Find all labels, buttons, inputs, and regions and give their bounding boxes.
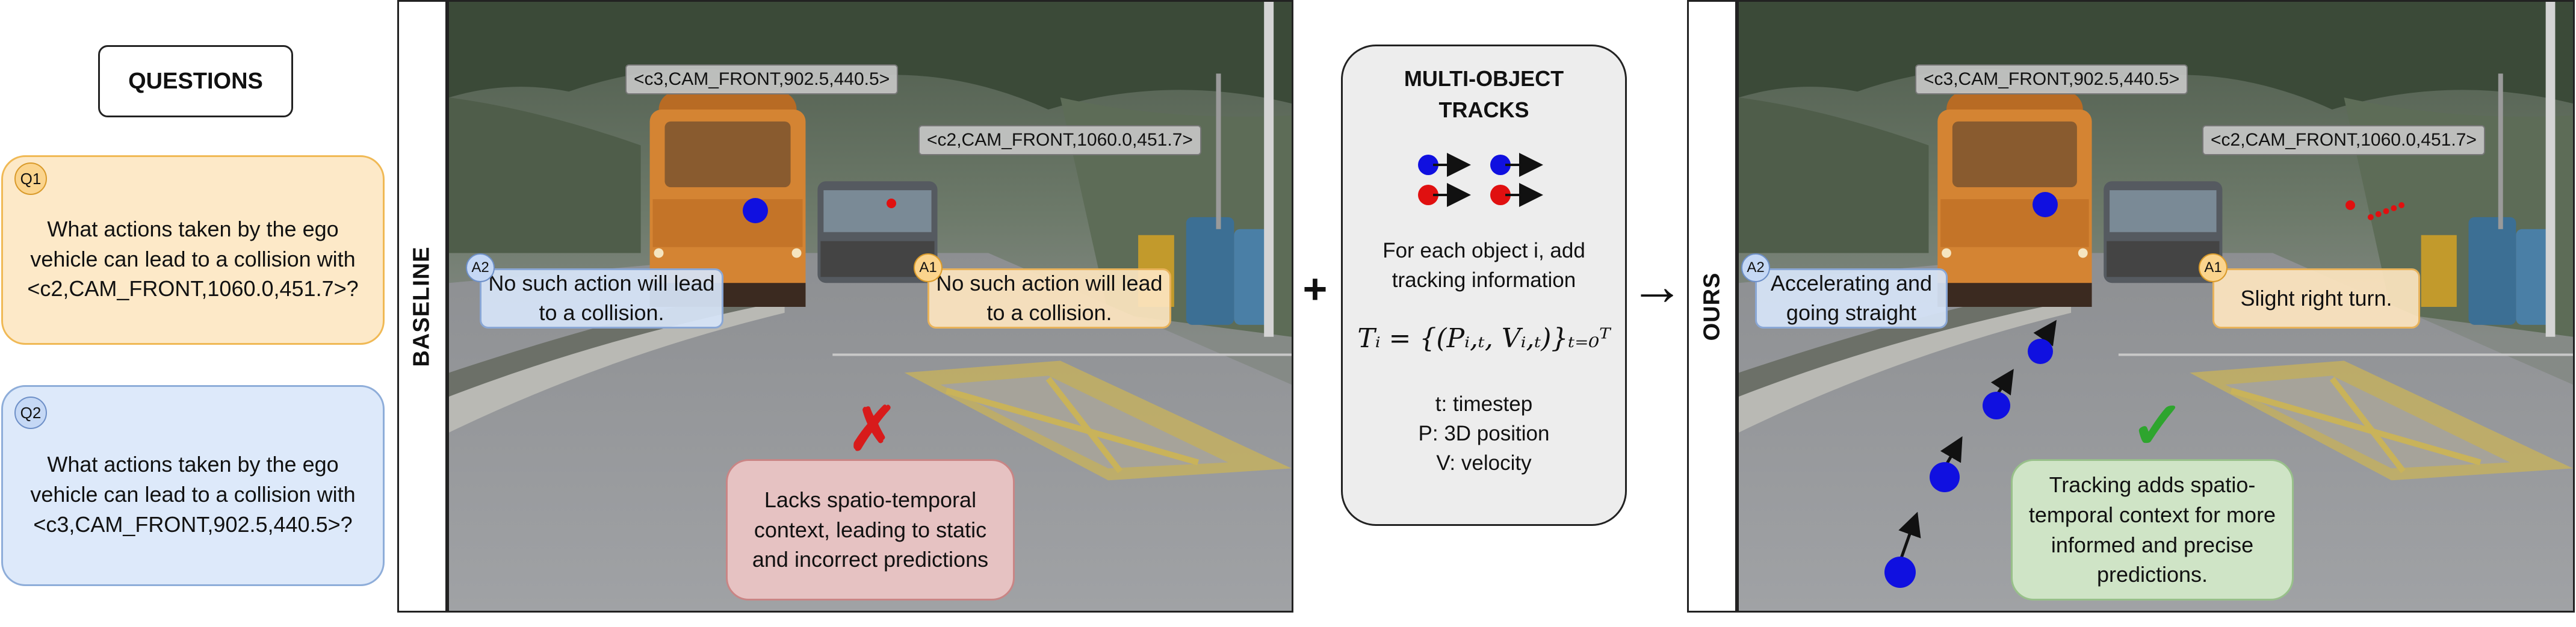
ego-track-point bbox=[2028, 339, 2053, 364]
ego-track-point bbox=[1930, 462, 1960, 492]
tracks-description: For each object i, add tracking informat… bbox=[1382, 239, 1585, 292]
answer-a2: No such action will lead to a collision. bbox=[480, 268, 723, 329]
answer-a1: Slight right turn. bbox=[2212, 268, 2420, 329]
answer-a1-badge: A1 bbox=[2199, 253, 2228, 282]
multi-object-tracks-panel: MULTI-OBJECT TRACKS For each object i, a… bbox=[1341, 45, 1627, 526]
tracked-object-c3-dot bbox=[743, 198, 768, 223]
question-text-q1: What actions taken by the ego vehicle ca… bbox=[27, 216, 359, 301]
right-arrow-icon: → bbox=[1630, 256, 1684, 317]
badge-q2: Q2 bbox=[14, 397, 47, 429]
tracks-formula: Tᵢ = {(Pᵢ,ₜ, Vᵢ,ₜ)}ₜ₌₀ᵀ bbox=[1357, 323, 1611, 354]
ours-scene: <c3,CAM_FRONT,902.5,440.5> <c2,CAM_FRONT… bbox=[1737, 0, 2575, 613]
ours-label: OURS bbox=[1687, 0, 1737, 613]
tracks-icon bbox=[1418, 153, 1543, 207]
tracked-object-c2-dot bbox=[2345, 200, 2355, 210]
answer-a2: Accelerating and going straight bbox=[1755, 268, 1948, 329]
object-tag-c2: <c2,CAM_FRONT,1060.0,451.7> bbox=[2202, 125, 2485, 155]
question-card-q2: What actions taken by the ego vehicle ca… bbox=[1, 385, 385, 586]
ours-note: Tracking adds spatio-temporal context fo… bbox=[2011, 459, 2294, 601]
object-tag-c2: <c2,CAM_FRONT,1060.0,451.7> bbox=[918, 125, 1201, 155]
badge-q1: Q1 bbox=[14, 162, 47, 195]
answer-a2-badge: A2 bbox=[1741, 253, 1770, 282]
ego-track-point bbox=[1884, 557, 1916, 588]
legend-position: P: 3D position bbox=[1418, 422, 1550, 445]
ego-track-point bbox=[1983, 392, 2010, 419]
answer-a2-badge: A2 bbox=[466, 253, 495, 282]
baseline-label: BASELINE bbox=[397, 0, 447, 613]
baseline-note: Lacks spatio-temporal context, leading t… bbox=[726, 459, 1015, 601]
cross-icon: ✗ bbox=[847, 395, 898, 463]
object-tag-c3: <c3,CAM_FRONT,902.5,440.5> bbox=[625, 64, 899, 94]
tracks-legend: t: timestep P: 3D position V: velocity bbox=[1343, 389, 1625, 478]
tracked-object-c2-dot bbox=[887, 199, 896, 208]
legend-velocity: V: velocity bbox=[1436, 451, 1532, 475]
questions-header: QUESTIONS bbox=[98, 45, 293, 117]
check-icon: ✓ bbox=[2130, 389, 2186, 463]
tracked-object-c3-dot bbox=[2033, 192, 2058, 217]
plus-icon: + bbox=[1302, 265, 1328, 312]
answer-a1-badge: A1 bbox=[914, 253, 943, 282]
question-card-q1: What actions taken by the ego vehicle ca… bbox=[1, 155, 385, 345]
legend-timestep: t: timestep bbox=[1435, 392, 1533, 416]
tracks-title: MULTI-OBJECT TRACKS bbox=[1404, 66, 1564, 123]
question-text-q2: What actions taken by the ego vehicle ca… bbox=[30, 452, 356, 537]
baseline-scene: <c3,CAM_FRONT,902.5,440.5> <c2,CAM_FRONT… bbox=[447, 0, 1293, 613]
baseline-road-image bbox=[449, 2, 1292, 611]
answer-a1: No such action will lead to a collision. bbox=[927, 268, 1171, 329]
object-tag-c3: <c3,CAM_FRONT,902.5,440.5> bbox=[1915, 64, 2188, 94]
